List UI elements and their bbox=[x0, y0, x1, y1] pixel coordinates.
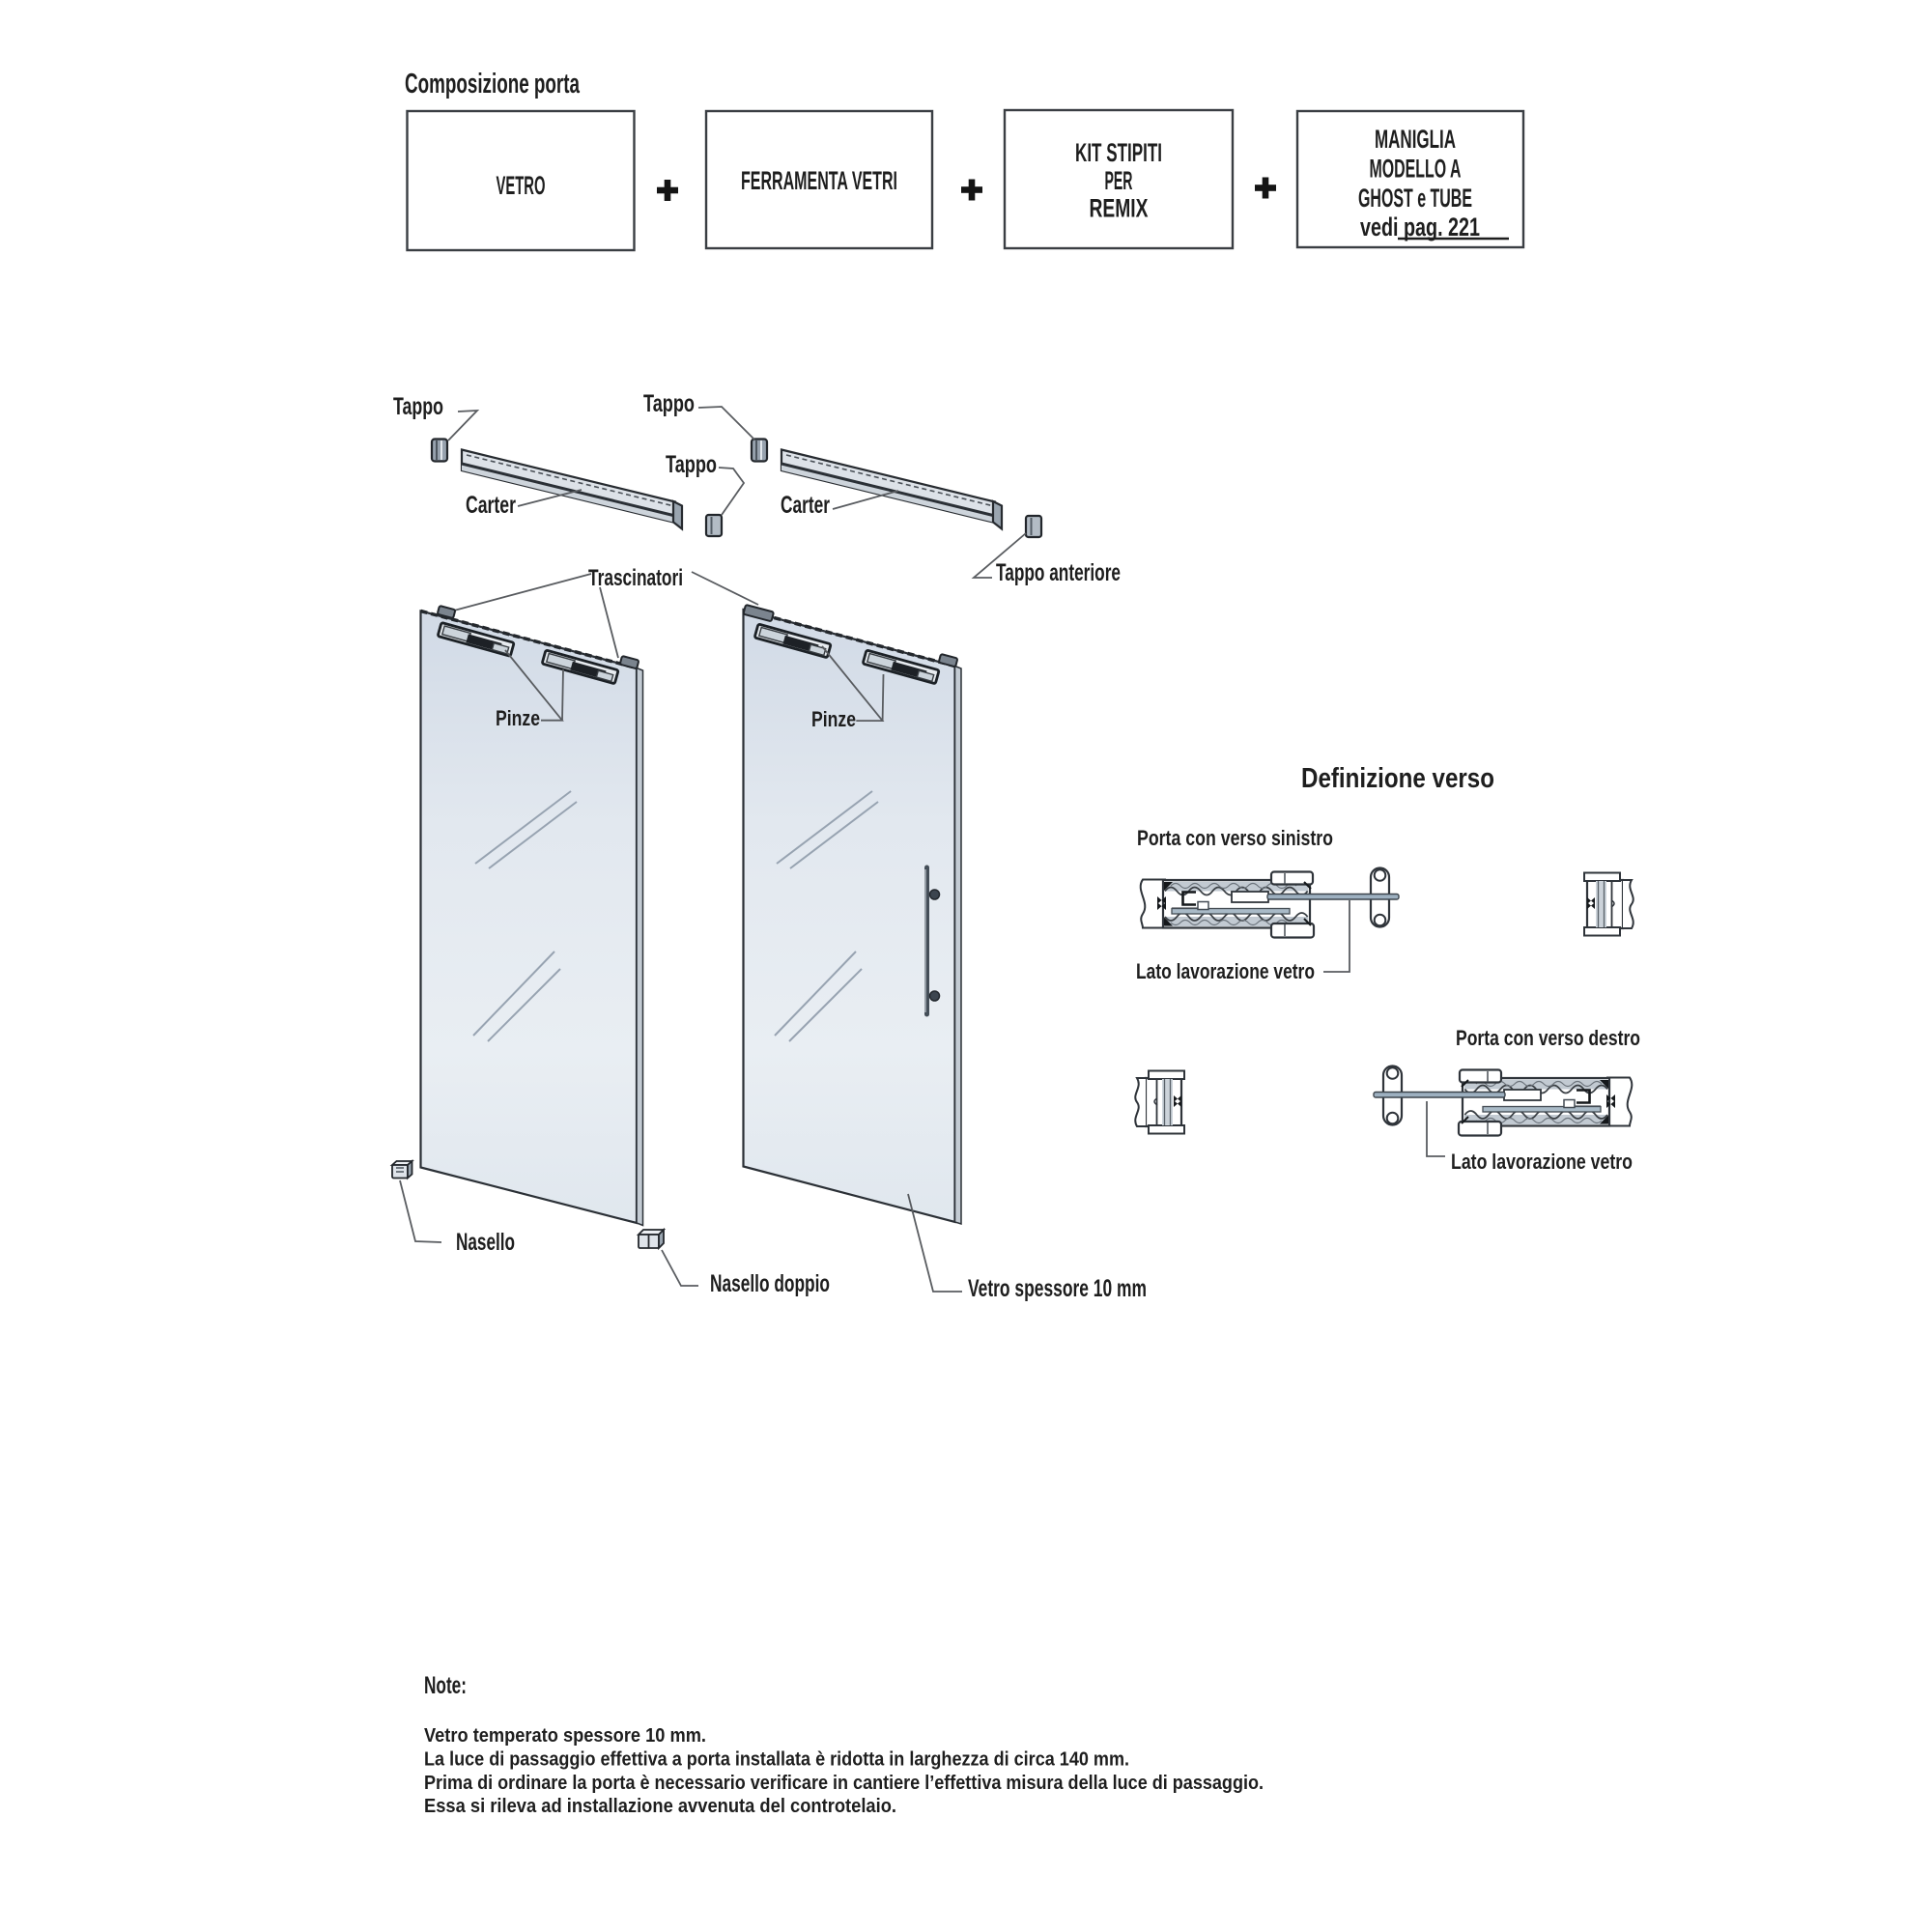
svg-text:Porta con verso destro: Porta con verso destro bbox=[1456, 1026, 1640, 1050]
svg-text:REMIX: REMIX bbox=[1090, 194, 1149, 223]
svg-text:La luce di passaggio effettiva: La luce di passaggio effettiva a porta i… bbox=[424, 1749, 1129, 1771]
svg-text:PER: PER bbox=[1105, 166, 1133, 195]
svg-text:KIT STIPITI: KIT STIPITI bbox=[1075, 138, 1162, 167]
svg-text:Essa si rileva ad installazion: Essa si rileva ad installazione avvenuta… bbox=[424, 1796, 896, 1817]
svg-text:Lato lavorazione vetro: Lato lavorazione vetro bbox=[1136, 959, 1315, 983]
svg-text:Carter: Carter bbox=[466, 492, 516, 519]
svg-text:FERRAMENTA VETRI: FERRAMENTA VETRI bbox=[741, 166, 897, 195]
svg-text:Pinze: Pinze bbox=[811, 707, 856, 731]
svg-text:Nasello: Nasello bbox=[456, 1229, 515, 1256]
svg-text:Tappo: Tappo bbox=[393, 393, 443, 420]
svg-text:Prima di ordinare la porta è n: Prima di ordinare la porta è necessario … bbox=[424, 1773, 1264, 1794]
svg-text:Porta con verso sinistro: Porta con verso sinistro bbox=[1137, 826, 1333, 850]
svg-text:Nasello doppio: Nasello doppio bbox=[710, 1270, 830, 1297]
svg-text:GHOST e TUBE: GHOST e TUBE bbox=[1358, 184, 1472, 213]
svg-text:Pinze: Pinze bbox=[496, 706, 540, 730]
svg-text:VETRO: VETRO bbox=[497, 171, 546, 200]
svg-text:Note:: Note: bbox=[424, 1672, 467, 1699]
svg-text:MANIGLIA: MANIGLIA bbox=[1375, 125, 1456, 154]
svg-text:Vetro temperato spessore 10 mm: Vetro temperato spessore 10 mm. bbox=[424, 1725, 706, 1747]
svg-text:Tappo: Tappo bbox=[643, 390, 695, 417]
svg-text:Lato lavorazione vetro: Lato lavorazione vetro bbox=[1451, 1150, 1633, 1174]
svg-text:Definizione verso: Definizione verso bbox=[1301, 763, 1494, 794]
svg-text:Tappo: Tappo bbox=[666, 451, 717, 478]
svg-text:Carter: Carter bbox=[781, 492, 830, 519]
svg-text:Composizione porta: Composizione porta bbox=[405, 69, 581, 99]
svg-text:MODELLO A: MODELLO A bbox=[1370, 155, 1462, 184]
svg-text:vedi pag. 221: vedi pag. 221 bbox=[1360, 213, 1480, 242]
svg-text:Vetro spessore 10 mm: Vetro spessore 10 mm bbox=[968, 1275, 1147, 1302]
svg-text:Tappo anteriore: Tappo anteriore bbox=[996, 559, 1121, 586]
svg-text:Trascinatori: Trascinatori bbox=[588, 565, 683, 591]
